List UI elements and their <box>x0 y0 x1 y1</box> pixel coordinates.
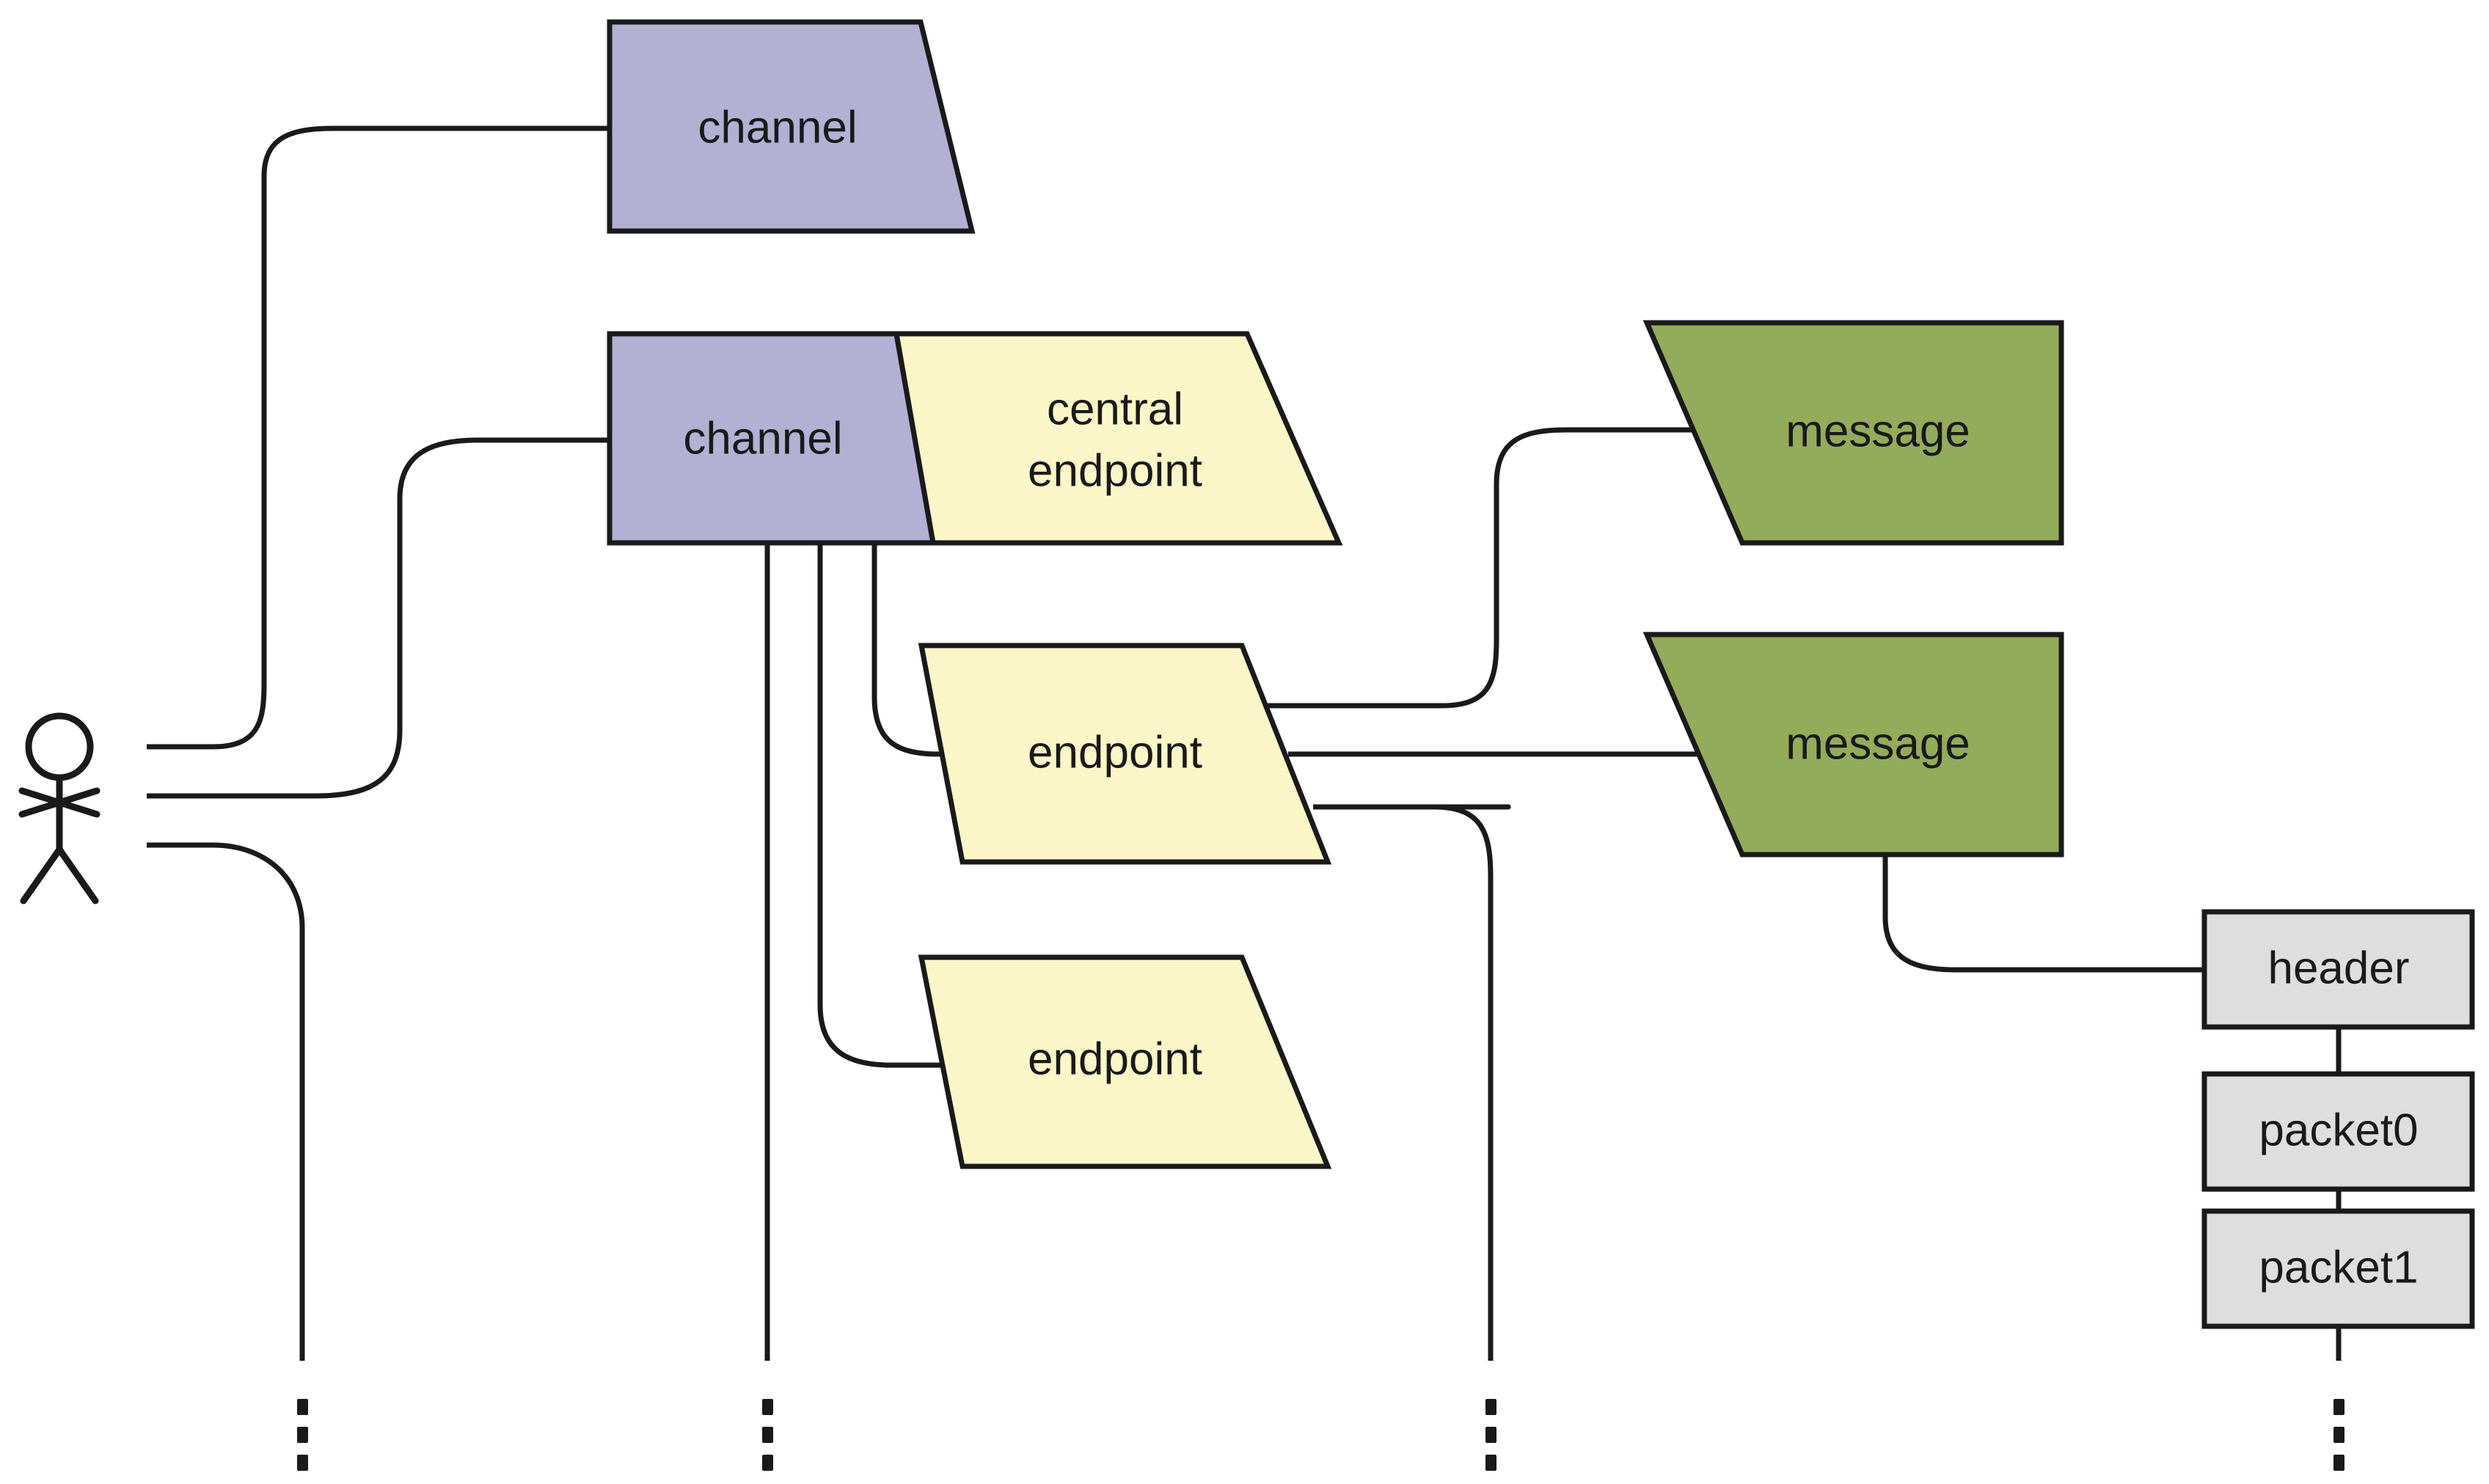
edge-message-2-to-header <box>1882 852 2204 973</box>
edge-actor-to-channel-main <box>147 437 610 799</box>
channel-top-label: channel <box>698 102 857 153</box>
packet-0-label: packet0 <box>2259 1105 2418 1155</box>
header-label: header <box>2267 943 2409 993</box>
central-endpoint-label-line-2: endpoint <box>1028 445 1202 496</box>
ellipsis-actor <box>297 1399 308 1471</box>
endpoint-1-label: endpoint <box>1028 727 1202 778</box>
header-shape <box>2201 909 2475 1030</box>
edge-endpoint-1-to-ellipsis-stem <box>1313 804 1494 1361</box>
ellipsis-endpoint <box>1485 1399 1496 1471</box>
node-packet-0[interactable]: packet0 <box>2201 1071 2475 1192</box>
endpoint-1-shape <box>918 643 1332 865</box>
edge-endpoint-1-to-message-1 <box>1264 427 1695 709</box>
node-message-1[interactable]: message <box>1642 320 2064 546</box>
node-message-2[interactable]: message <box>1642 632 2064 858</box>
endpoint-2-label: endpoint <box>1028 1034 1202 1084</box>
edge-actor-to-channel-top <box>147 125 610 750</box>
node-endpoint-1[interactable]: endpoint <box>918 643 1332 865</box>
message-2-label: message <box>1786 718 1970 769</box>
actor-leg-right <box>56 846 99 904</box>
actor-leg-left <box>20 846 63 904</box>
actor-stick-figure[interactable] <box>18 712 100 904</box>
central-endpoint-label-line-1: central <box>1047 384 1183 434</box>
edge-channel-to-endpoint-1 <box>871 544 976 757</box>
channel-main-label: channel <box>683 413 842 464</box>
endpoint-2-shape <box>918 954 1332 1169</box>
edge-channel-to-endpoint-2 <box>817 544 954 1068</box>
message-1-label: message <box>1786 406 1970 456</box>
packet-1-label: packet1 <box>2259 1242 2418 1293</box>
node-header[interactable]: header <box>2201 909 2475 1030</box>
packet-1-shape <box>2201 1208 2475 1329</box>
edge-actor-to-ellipsis <box>147 842 305 1361</box>
node-channel-main[interactable]: channel <box>607 331 937 546</box>
packet-0-shape <box>2201 1071 2475 1192</box>
actor-arm-right <box>18 787 100 818</box>
node-channel-top[interactable]: channel <box>607 19 976 234</box>
actor-head-icon <box>25 712 94 781</box>
node-endpoint-2[interactable]: endpoint <box>918 954 1332 1169</box>
ellipsis-packet <box>2333 1399 2344 1471</box>
message-1-shape <box>1642 320 2064 546</box>
message-2-shape <box>1642 632 2064 858</box>
node-packet-1[interactable]: packet1 <box>2201 1208 2475 1329</box>
central-endpoint-shape <box>893 331 1343 546</box>
ellipsis-channel <box>762 1399 773 1471</box>
channel-top-shape <box>607 19 976 234</box>
node-central-endpoint[interactable]: central endpoint <box>893 331 1343 546</box>
